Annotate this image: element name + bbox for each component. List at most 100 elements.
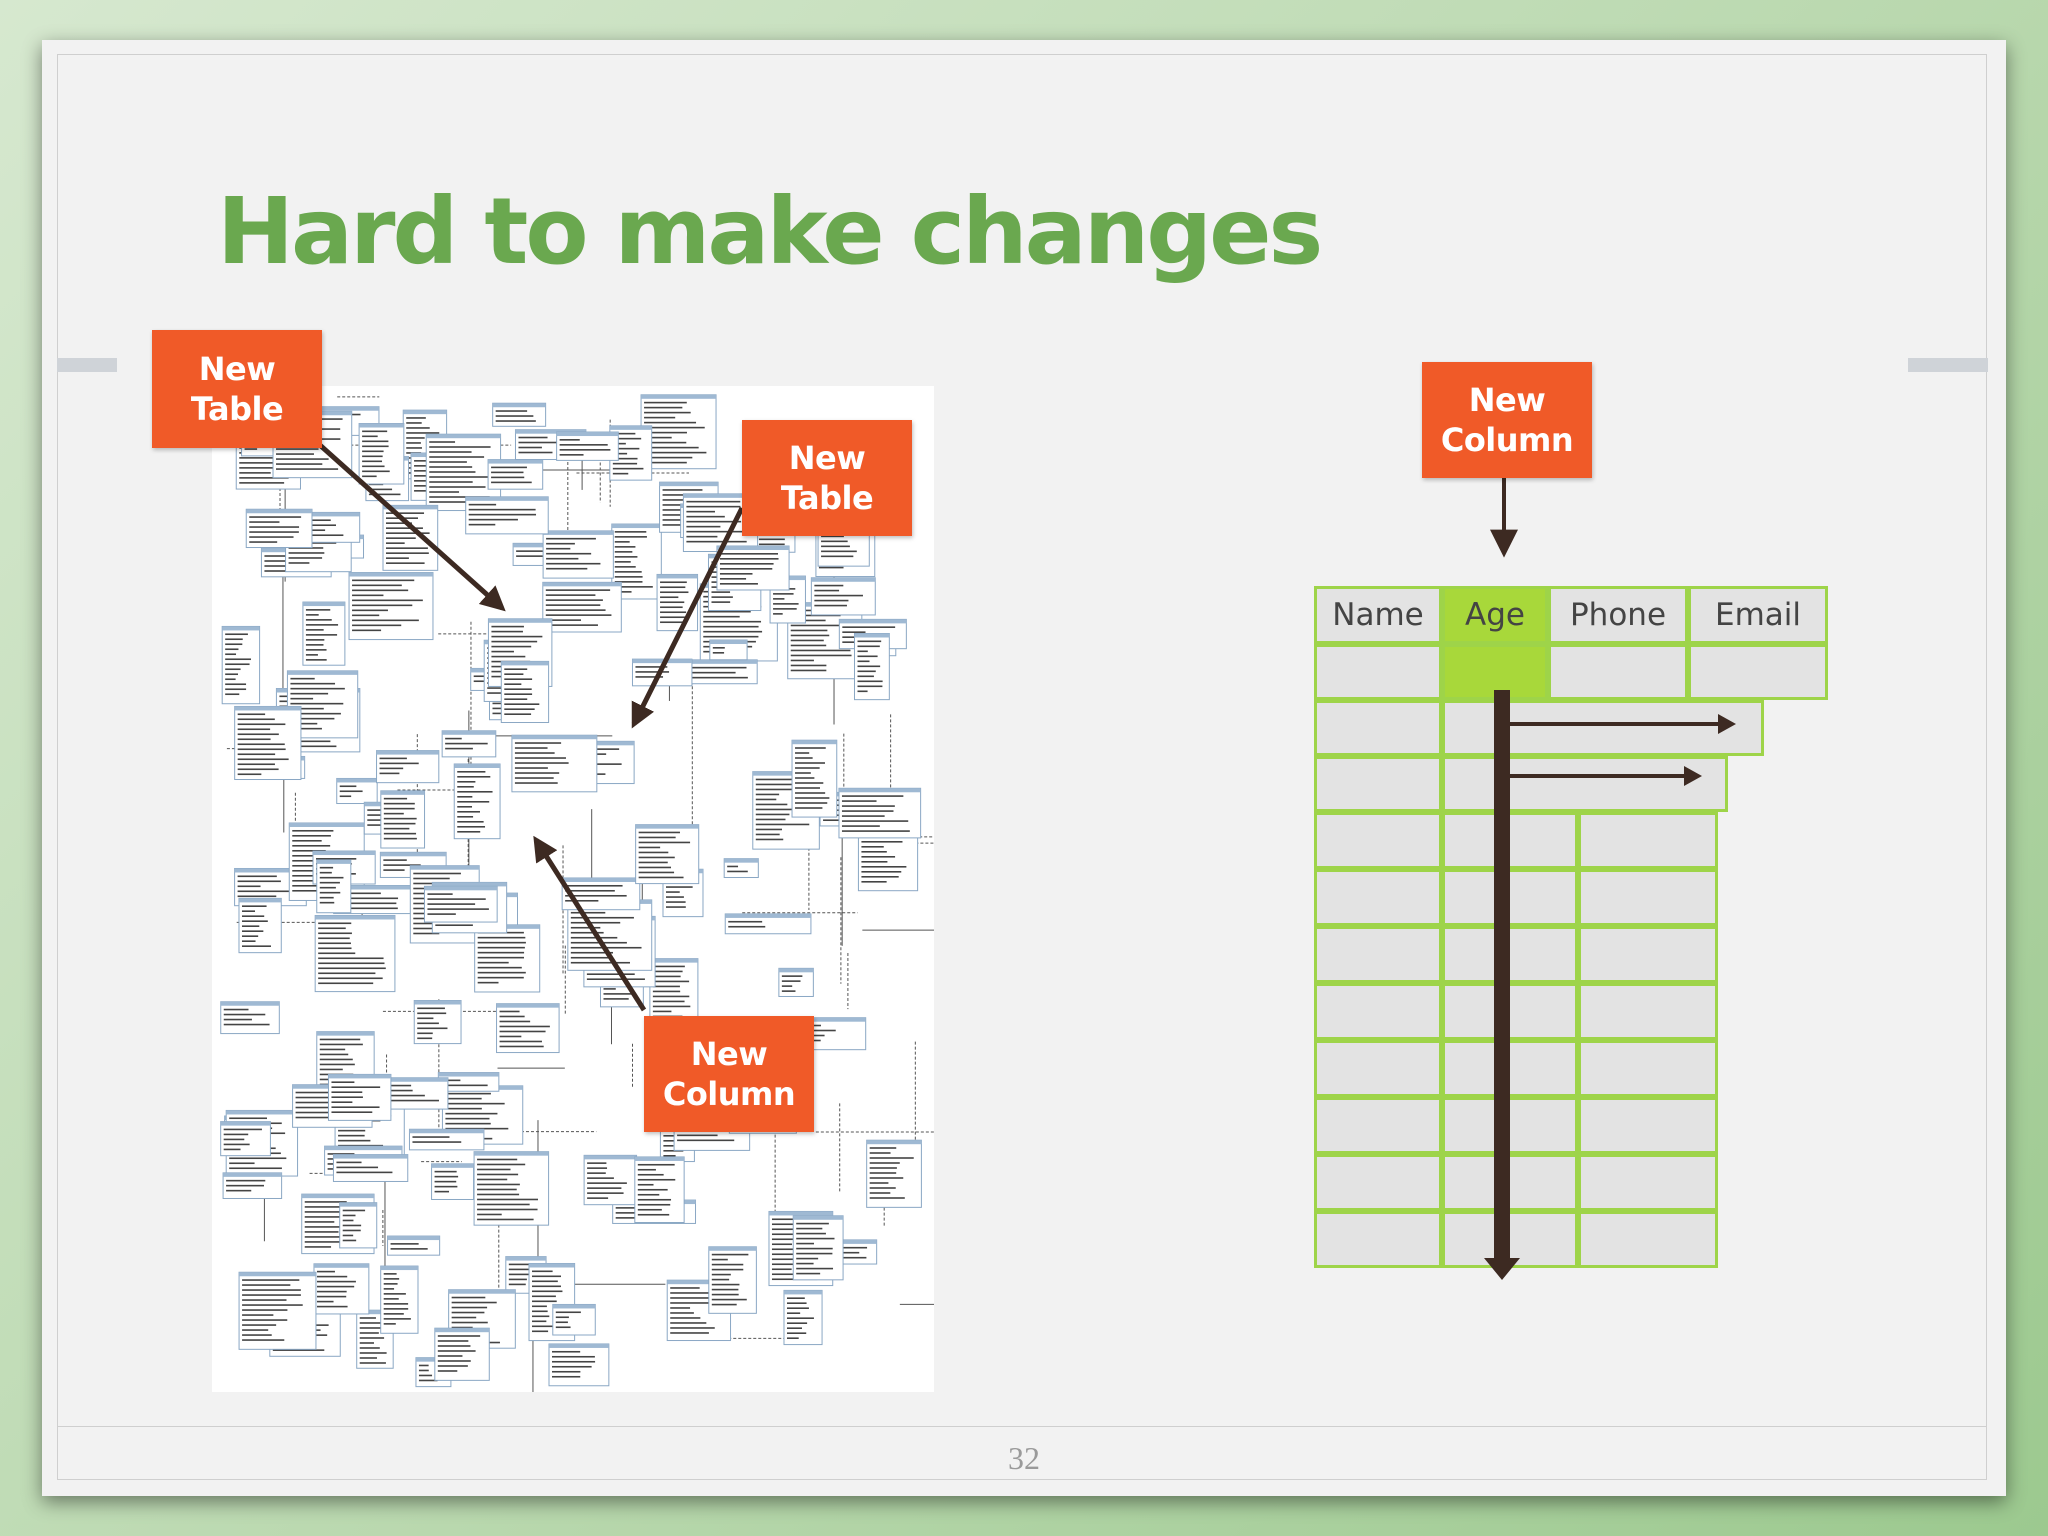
schema-table-field [703,630,763,633]
schema-table-field [305,624,339,626]
schema-table-header [356,1310,394,1315]
schema-table-field [841,825,880,827]
schema-table-field [305,639,325,641]
schema-table-field [587,1177,614,1179]
schema-table-field [552,1375,581,1378]
schema-table-field [305,619,332,621]
table-cell [1442,812,1578,869]
schema-table-field [644,436,672,439]
schema-table-field [304,1206,359,1208]
schema-table-field [445,737,462,740]
schema-table-field [445,1107,482,1110]
schema-table-field [703,615,740,618]
schema-table-field [318,922,352,925]
schema-table-field [383,859,407,861]
schema-table-field [869,1182,889,1184]
schema-table-field [362,455,383,458]
schema-table-field [437,1340,469,1342]
schema-table-field [637,1198,672,1201]
schema-table-field [290,727,322,730]
table-header-cell [1548,586,1688,644]
schema-table-field [587,1172,606,1174]
schema-table-field [663,1140,678,1142]
schema-table-field [406,437,425,439]
schema-table-field [504,668,528,670]
schema-table-field [514,757,566,759]
schema-table-header [410,865,480,870]
schema-table-field [242,1294,301,1296]
schema-table-box [635,824,700,885]
schema-table-field [755,813,790,816]
schema-table-field [728,920,763,923]
schema-table-field [821,535,844,538]
schema-table-field [239,462,285,464]
schema-table-field [318,962,385,965]
schema-table-field [276,448,319,450]
schema-table-header [234,868,307,873]
schema-table-header [239,1272,316,1277]
schema-table-field [652,970,683,973]
schema-table-field [690,671,736,674]
schema-table-field [532,1330,549,1333]
schema-table-header [529,1263,575,1268]
schema-table-field [795,772,811,774]
slide: Hard to make changes Name Age Phone Emai… [42,40,2006,1496]
schema-table-field [390,1094,425,1097]
table-cell [1314,1097,1442,1154]
schema-table-field [225,673,239,676]
schema-table-field [755,838,784,841]
schema-table-field [790,629,828,632]
schema-table-field [504,708,535,710]
schema-table-field [794,1029,836,1032]
schema-table-field [237,723,286,726]
schema-table-field [614,576,643,578]
schema-table-field [663,1145,674,1147]
schema-table-header [222,626,260,631]
schema-table-field [552,1370,581,1373]
table-cell [1578,869,1718,926]
schema-table-header [426,434,501,439]
schema-table-header [454,763,501,768]
schema-table-field [869,1167,897,1169]
schema-table-field [367,819,389,821]
schema-table-header [641,394,717,399]
schema-table-header [838,788,921,793]
table-cell [1442,1211,1578,1268]
schema-table-field [842,631,866,633]
schema-table-field [842,1256,867,1259]
schema-table-field [477,971,526,974]
schema-table-field [491,630,523,633]
schema-table-header [683,493,758,498]
schema-table-field [823,819,842,822]
schema-table-field [644,426,705,429]
schema-table-field [327,1153,355,1155]
schema-table-field [660,601,685,604]
schema-table-field [612,437,642,440]
table-cell [1314,1040,1442,1097]
schema-table-field [818,566,844,569]
schema-table-field [249,516,302,518]
schema-table-field [406,427,430,429]
schema-table-field [362,440,389,443]
schema-table-field [237,895,277,898]
schema-table-field [359,1347,380,1349]
slide-frame [57,54,1987,1480]
schema-table-field [638,836,676,839]
schema-table-field [362,430,388,433]
schema-table-field [663,1155,676,1157]
schema-table-header [223,1172,282,1177]
schema-table-field [491,645,532,648]
schema-table-field [869,1192,891,1194]
schema-table-header [752,771,820,776]
title-rule-right [1908,358,1988,372]
schema-table-field [319,1038,361,1041]
schema-table-field [491,481,532,484]
schema-table-field [319,871,332,874]
schema-table-field [508,1268,531,1271]
schema-table-field [318,927,346,930]
schema-table-header [380,790,425,795]
schema-table-field [612,442,626,445]
schema-table-field [362,435,378,438]
schema-table-field [477,1203,530,1206]
schema-table-field [352,614,380,617]
